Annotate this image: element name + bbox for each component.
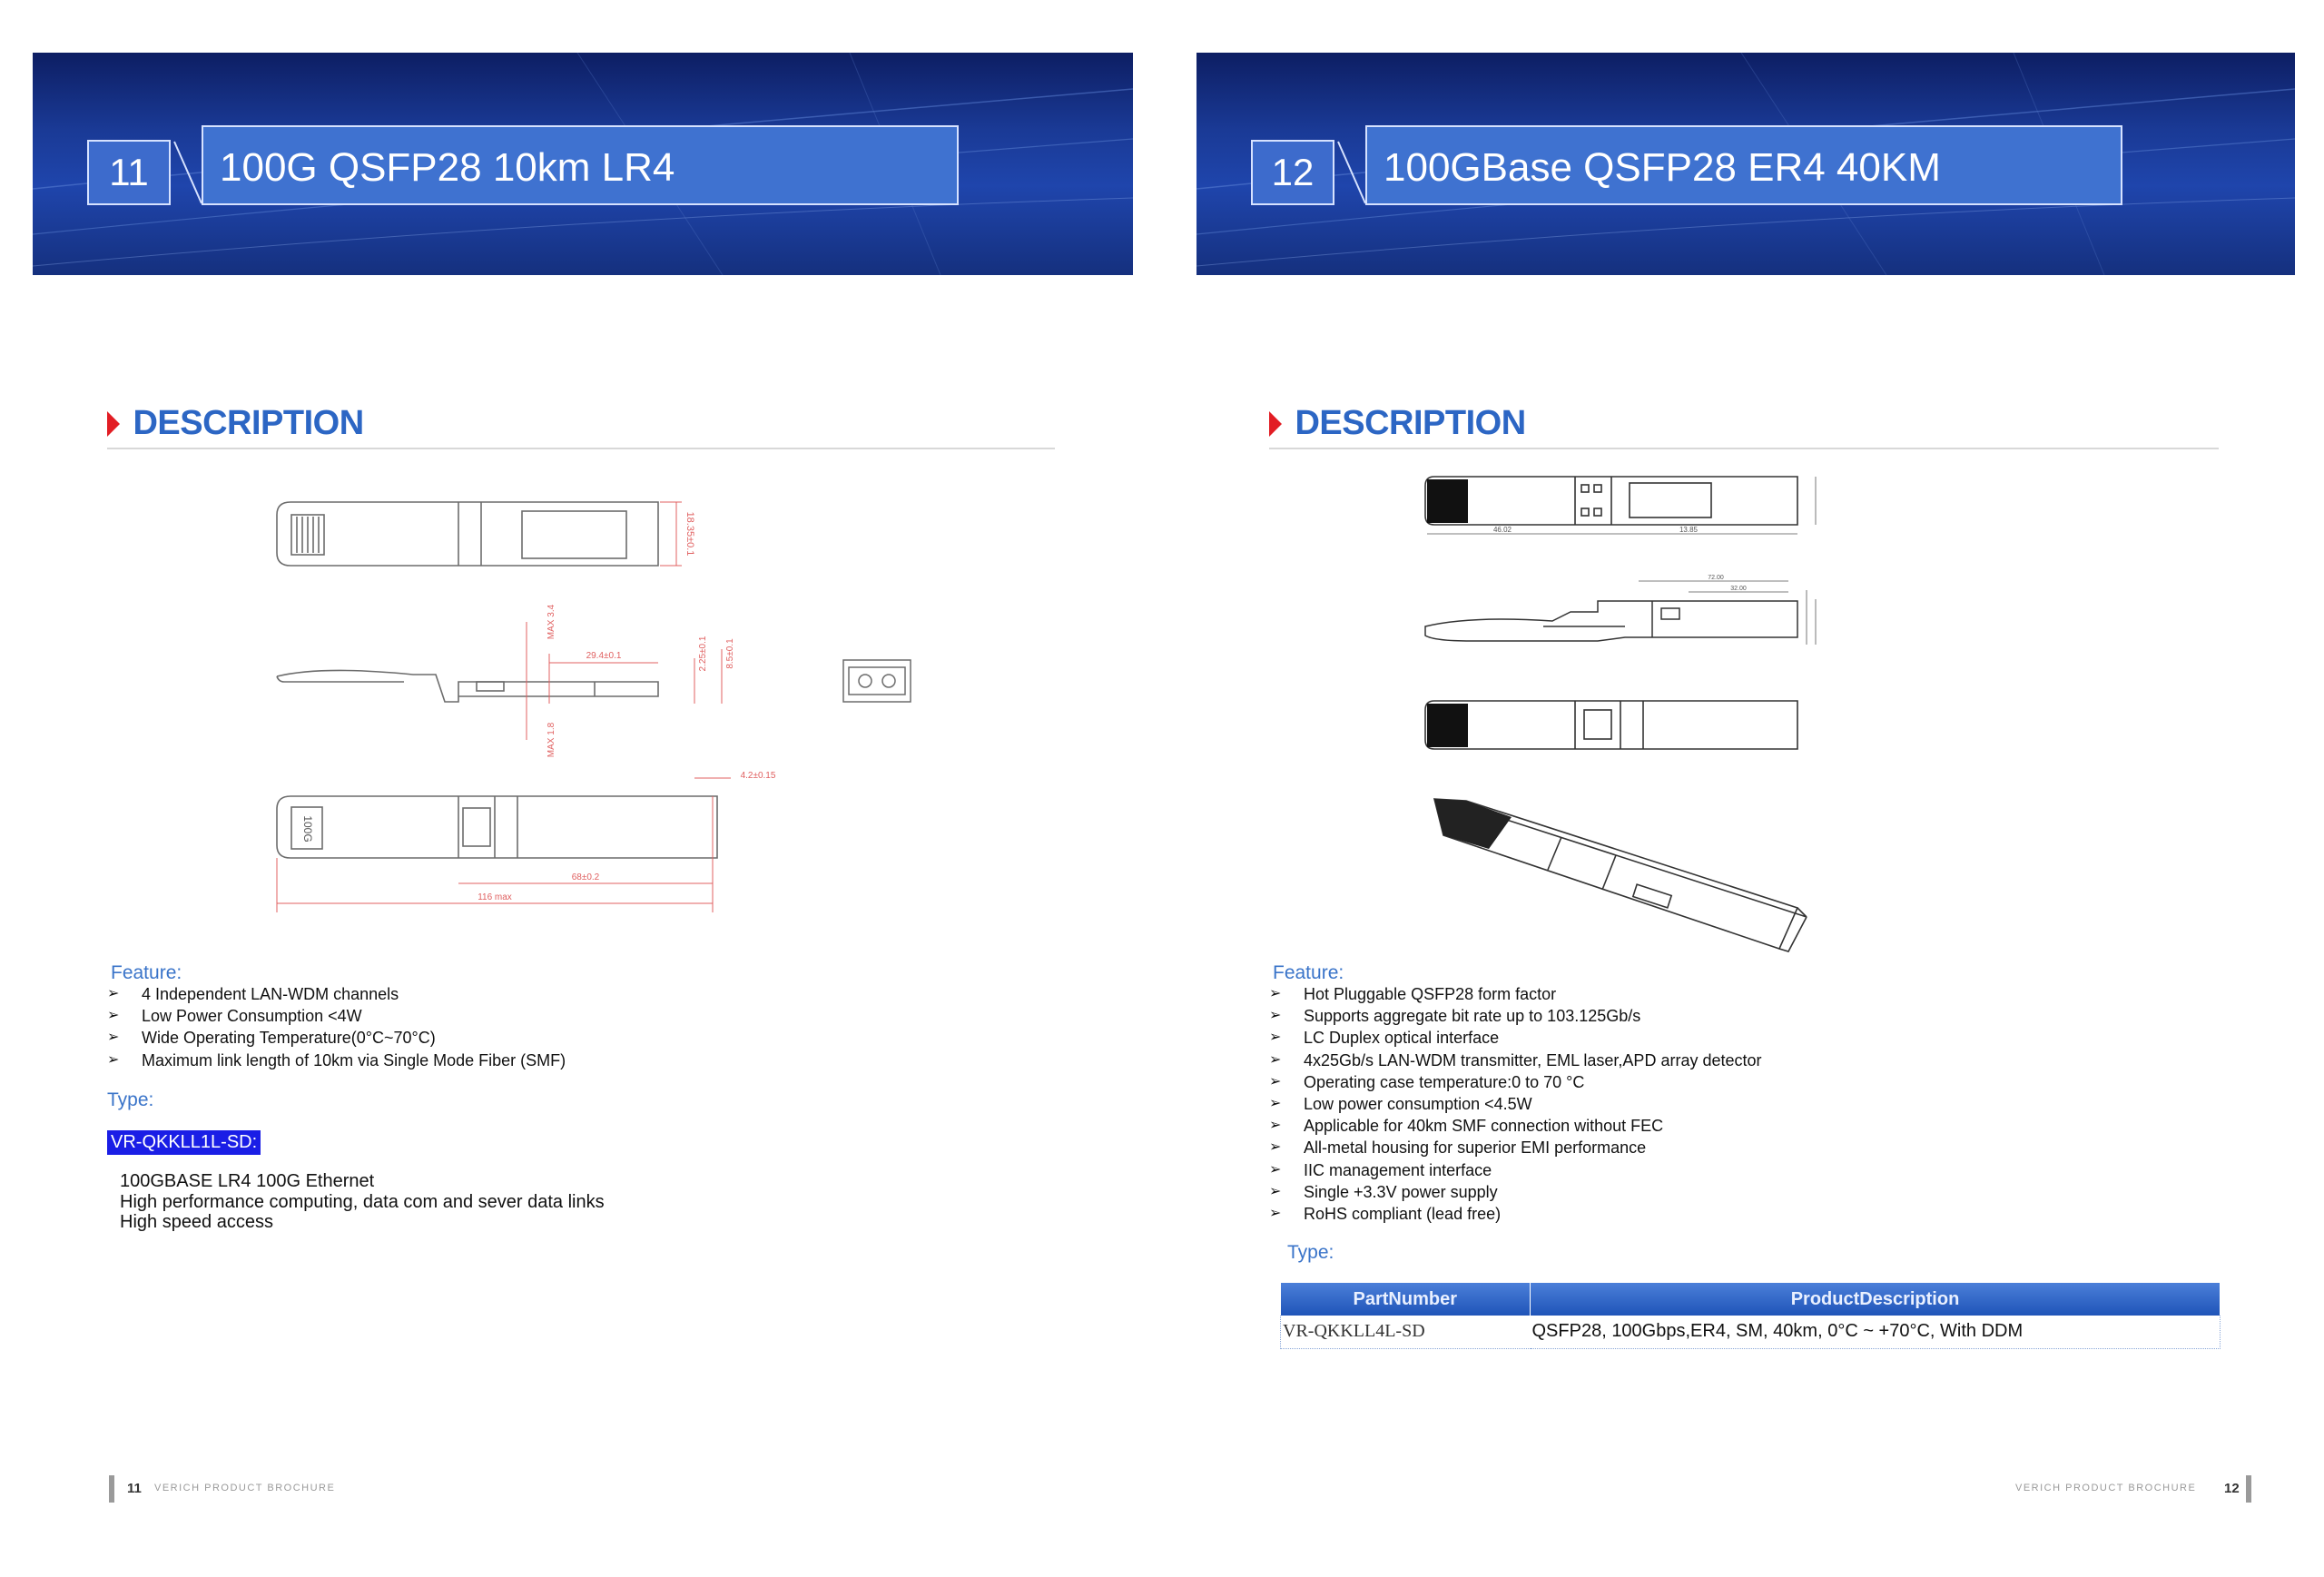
left-page: 11 100G QSFP28 10km LR4 DESCRIPTION 18.3… <box>33 53 1133 1503</box>
heading-rule <box>107 448 1055 449</box>
arrow-bullet-icon: ➢ <box>1269 1030 1282 1046</box>
list-item: ➢LC Duplex optical interface <box>1269 1027 1762 1049</box>
section-heading: DESCRIPTION <box>1269 404 1526 449</box>
feature-list: ➢Hot Pluggable QSFP28 form factor ➢Suppo… <box>1269 983 1762 1225</box>
dim-label: 46.02 <box>1493 526 1512 534</box>
arrow-bullet-icon: ➢ <box>1269 1183 1282 1199</box>
pull-tab-dark <box>1427 479 1468 523</box>
dim-label: 8.5±0.1 <box>725 638 735 669</box>
arrow-bullet-icon: ➢ <box>1269 1139 1282 1156</box>
dim-label: 116 max <box>478 892 512 902</box>
column-header: ProductDescription <box>1530 1283 2221 1316</box>
type-line: High performance computing, data com and… <box>120 1191 605 1212</box>
dim-label: 72.00 <box>1708 575 1724 581</box>
arrow-bullet-icon: ➢ <box>1269 1008 1282 1024</box>
type-description: 100GBASE LR4 100G Ethernet High performa… <box>120 1171 605 1233</box>
footer-page-number: 11 <box>127 1481 142 1496</box>
red-triangle-icon <box>107 410 120 437</box>
feature-label: Feature: <box>1273 962 1344 983</box>
page-title: 100GBase QSFP28 ER4 40KM <box>1365 125 2122 205</box>
arrow-bullet-icon: ➢ <box>1269 1051 1282 1068</box>
list-item: ➢Single +3.3V power supply <box>1269 1181 1762 1203</box>
right-banner: 12 100GBase QSFP28 ER4 40KM <box>1196 53 2295 275</box>
heading-rule <box>1269 448 2219 449</box>
arrow-bullet-icon: ➢ <box>107 986 120 1001</box>
page-number-box: 12 <box>1251 140 1334 205</box>
dim-label: MAX 1.8 <box>547 722 556 757</box>
red-triangle-icon <box>1269 410 1282 437</box>
page-number-box: 11 <box>87 140 171 205</box>
arrow-bullet-icon: ➢ <box>1269 1161 1282 1178</box>
dim-label: MAX 3.4 <box>547 604 556 639</box>
er4-technical-drawing: 46.02 13.85 72.00 32.00 <box>1424 476 1817 952</box>
dim-label: 32.00 <box>1730 586 1747 592</box>
pull-tab-dark <box>1427 704 1468 747</box>
dim-label: 4.2±0.15 <box>741 771 776 781</box>
list-item: ➢4 Independent LAN-WDM channels <box>107 983 566 1005</box>
pull-tab-dark <box>1434 799 1512 849</box>
feature-list: ➢4 Independent LAN-WDM channels ➢Low Pow… <box>107 983 566 1071</box>
list-item: ➢RoHS compliant (lead free) <box>1269 1203 1762 1225</box>
column-header: PartNumber <box>1280 1283 1531 1316</box>
list-item: ➢Operating case temperature:0 to 70 °C <box>1269 1071 1762 1093</box>
table-cell: QSFP28, 100Gbps,ER4, SM, 40km, 0°C ~ +70… <box>1530 1316 2221 1349</box>
dim-label: 18.35±0.1 <box>684 512 695 557</box>
arrow-bullet-icon: ➢ <box>107 1008 120 1024</box>
table-header-row: PartNumber ProductDescription <box>1280 1283 2221 1316</box>
footer-brand: VERICH PRODUCT BROCHURE <box>2015 1483 2197 1493</box>
list-item: ➢Maximum link length of 10km via Single … <box>107 1050 566 1071</box>
part-table: PartNumber ProductDescription VR-QKKLL4L… <box>1280 1283 2221 1349</box>
arrow-bullet-icon: ➢ <box>1269 1206 1282 1222</box>
arrow-bullet-icon: ➢ <box>1269 1118 1282 1134</box>
list-item: ➢Applicable for 40km SMF connection with… <box>1269 1115 1762 1137</box>
list-item: ➢Low power consumption <4.5W <box>1269 1093 1762 1115</box>
arrow-bullet-icon: ➢ <box>1269 1096 1282 1112</box>
footer-page-number: 12 <box>2224 1481 2240 1496</box>
type-label: Type: <box>1287 1242 1334 1263</box>
page-title: 100G QSFP28 10km LR4 <box>202 125 959 205</box>
dim-label: 2.25±0.1 <box>698 636 708 671</box>
module-mark: 100G <box>301 815 314 842</box>
type-line: High speed access <box>120 1212 273 1232</box>
list-item: ➢All-metal housing for superior EMI perf… <box>1269 1137 1762 1158</box>
banner-slash <box>1337 141 1366 204</box>
list-item: ➢Hot Pluggable QSFP28 form factor <box>1269 983 1762 1005</box>
arrow-bullet-icon: ➢ <box>1269 1073 1282 1089</box>
left-banner: 11 100G QSFP28 10km LR4 <box>33 53 1133 275</box>
arrow-bullet-icon: ➢ <box>1269 986 1282 1001</box>
table-cell: VR-QKKLL4L-SD <box>1280 1316 1531 1349</box>
banner-slash <box>173 141 202 204</box>
dim-label: 29.4±0.1 <box>586 651 622 661</box>
table-row: VR-QKKLL4L-SD QSFP28, 100Gbps,ER4, SM, 4… <box>1280 1316 2221 1349</box>
lr4-technical-drawing: 18.35±0.1 MAX 3.4 29.4±0.1 2.25±0.1 8.5±… <box>276 501 911 912</box>
arrow-bullet-icon: ➢ <box>107 1030 120 1046</box>
dim-label: 68±0.2 <box>572 872 600 882</box>
section-heading: DESCRIPTION <box>107 404 364 449</box>
right-page: 12 100GBase QSFP28 ER4 40KM DESCRIPTION … <box>1162 0 2324 1577</box>
feature-label: Feature: <box>111 962 182 983</box>
list-item: ➢Supports aggregate bit rate up to 103.1… <box>1269 1005 1762 1027</box>
footer-brand: VERICH PRODUCT BROCHURE <box>154 1483 336 1493</box>
list-item: ➢IIC management interface <box>1269 1159 1762 1181</box>
footer-bar <box>2246 1475 2251 1503</box>
dim-label: 13.85 <box>1679 526 1699 534</box>
list-item: ➢4x25Gb/s LAN-WDM transmitter, EML laser… <box>1269 1050 1762 1071</box>
type-line: 100GBASE LR4 100G Ethernet <box>120 1171 375 1191</box>
arrow-bullet-icon: ➢ <box>107 1051 120 1068</box>
list-item: ➢Wide Operating Temperature(0°C~70°C) <box>107 1027 566 1049</box>
page-footer: VERICH PRODUCT BROCHURE 12 <box>2015 1475 2315 1508</box>
part-number-highlight: VR-QKKLL1L-SD: <box>107 1130 261 1155</box>
list-item: ➢Low Power Consumption <4W <box>107 1005 566 1027</box>
footer-bar <box>109 1475 114 1503</box>
type-label: Type: <box>107 1089 154 1110</box>
